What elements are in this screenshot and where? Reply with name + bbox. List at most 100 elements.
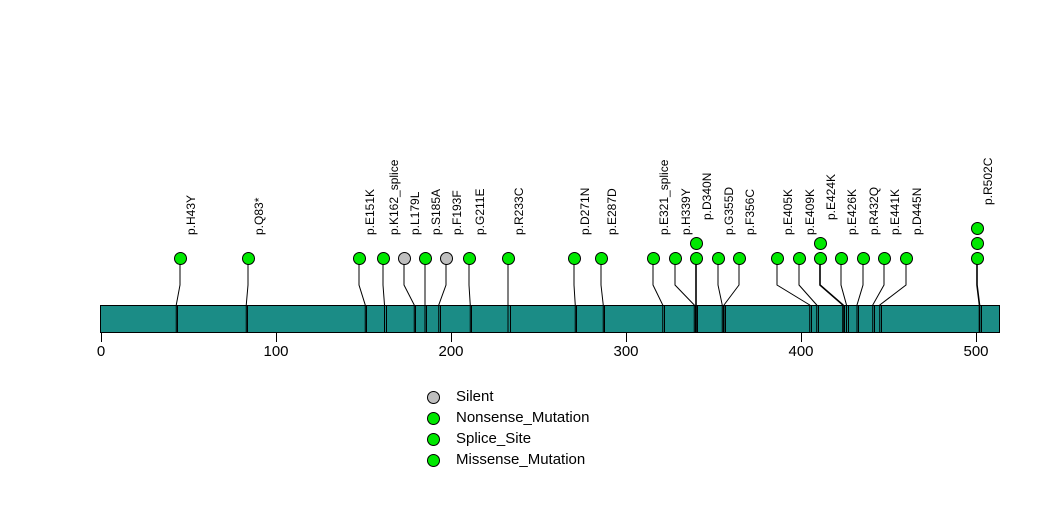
mutation-label: p.K162_splice bbox=[387, 159, 401, 235]
protein-bar-segment-divider bbox=[880, 306, 882, 332]
lollipop-stem bbox=[245, 258, 249, 333]
mutation-label: p.D340N bbox=[700, 172, 714, 220]
protein-bar-segment-divider bbox=[471, 306, 473, 332]
mutation-dot[interactable] bbox=[970, 236, 984, 250]
mutation-dot[interactable] bbox=[877, 251, 891, 265]
mutation-label: p.G211E bbox=[473, 188, 487, 235]
lollipop-stem bbox=[776, 258, 811, 333]
lollipop-stem bbox=[468, 258, 471, 333]
protein-bar-segment-divider bbox=[697, 306, 698, 332]
legend-color-swatch bbox=[427, 433, 440, 446]
mutation-label: p.D271N bbox=[578, 187, 592, 235]
legend-color-swatch bbox=[427, 412, 440, 425]
mutation-label: p.E409K bbox=[803, 188, 817, 235]
mutation-label: p.E405K bbox=[781, 188, 795, 235]
axis-tick-label: 300 bbox=[613, 343, 639, 360]
protein-bar-segment-divider bbox=[858, 306, 859, 332]
protein-bar bbox=[100, 305, 1000, 333]
lollipop-stem bbox=[358, 258, 366, 333]
protein-bar-segment-divider bbox=[415, 306, 417, 332]
axis-tick bbox=[976, 333, 977, 342]
mutation-label: p.E426K bbox=[845, 188, 859, 235]
legend-item-label: Missense_Mutation bbox=[456, 451, 586, 468]
mutation-label: p.H43Y bbox=[184, 194, 198, 235]
legend-color-swatch bbox=[427, 391, 440, 404]
lollipop-stem bbox=[819, 258, 844, 333]
protein-bar-segment-divider bbox=[604, 306, 606, 332]
axis-tick-label: 200 bbox=[438, 343, 464, 360]
lollipop-stem bbox=[840, 258, 847, 333]
mutation-dot[interactable] bbox=[352, 251, 366, 265]
lollipop-stem bbox=[652, 258, 664, 333]
mutation-label: p.E151K bbox=[363, 188, 377, 235]
axis-tick-label: 500 bbox=[963, 343, 989, 360]
protein-bar-segment-divider bbox=[810, 306, 812, 332]
mutation-dot[interactable] bbox=[970, 251, 984, 265]
mutation-dot[interactable] bbox=[439, 251, 453, 265]
lollipop-stem bbox=[600, 258, 604, 333]
mutation-label: p.F193F bbox=[450, 190, 464, 235]
mutation-dot[interactable] bbox=[376, 251, 390, 265]
mutation-dot[interactable] bbox=[856, 251, 870, 265]
axis-tick bbox=[626, 333, 627, 342]
legend-color-swatch bbox=[427, 454, 440, 467]
protein-bar-segment-divider bbox=[509, 306, 511, 332]
legend-item-label: Silent bbox=[456, 388, 494, 405]
lollipop-stem bbox=[403, 258, 415, 333]
mutation-label: p.Q83* bbox=[252, 197, 266, 235]
mutation-dot[interactable] bbox=[397, 251, 411, 265]
mutation-label: p.F356C bbox=[743, 188, 757, 235]
lollipop-stem bbox=[175, 258, 181, 333]
mutation-label: p.E441K bbox=[888, 188, 902, 235]
protein-bar-segment-divider bbox=[817, 306, 819, 332]
protein-bar-segment-divider bbox=[844, 306, 845, 332]
lollipop-stem bbox=[438, 258, 447, 333]
protein-bar-segment-divider bbox=[980, 306, 982, 332]
mutation-dot[interactable] bbox=[834, 251, 848, 265]
lollipop-stem bbox=[872, 258, 885, 333]
mutation-dot[interactable] bbox=[792, 251, 806, 265]
mutation-label: p.E424K bbox=[824, 173, 838, 220]
protein-bar-segment-divider bbox=[439, 306, 441, 332]
lollipop-stem bbox=[573, 258, 576, 333]
mutation-dot[interactable] bbox=[646, 251, 660, 265]
legend-item-label: Nonsense_Mutation bbox=[456, 409, 590, 426]
axis-tick bbox=[451, 333, 452, 342]
mutation-dot[interactable] bbox=[418, 251, 432, 265]
lollipop-stem bbox=[879, 258, 907, 333]
mutation-label: p.S185A bbox=[429, 188, 443, 235]
mutation-label: p.E287D bbox=[605, 188, 619, 235]
mutation-dot[interactable] bbox=[501, 251, 515, 265]
protein-bar-segment-divider bbox=[873, 306, 875, 332]
mutation-dot[interactable] bbox=[567, 251, 581, 265]
mutation-dot[interactable] bbox=[173, 251, 187, 265]
mutation-dot[interactable] bbox=[813, 251, 827, 265]
protein-bar-segment-divider bbox=[425, 306, 427, 332]
protein-bar-segment-divider bbox=[576, 306, 578, 332]
mutation-dot[interactable] bbox=[594, 251, 608, 265]
mutation-dot[interactable] bbox=[462, 251, 476, 265]
mutation-dot[interactable] bbox=[732, 251, 746, 265]
mutation-dot[interactable] bbox=[770, 251, 784, 265]
axis-tick-label: 0 bbox=[96, 343, 106, 360]
protein-bar-segment-divider bbox=[366, 306, 368, 332]
mutation-dot[interactable] bbox=[241, 251, 255, 265]
axis-tick bbox=[101, 333, 102, 342]
lollipop-stem bbox=[723, 258, 740, 333]
mutation-dot[interactable] bbox=[711, 251, 725, 265]
mutation-dot[interactable] bbox=[668, 251, 682, 265]
lollipop-stem bbox=[717, 258, 723, 333]
mutation-label: p.R502C bbox=[981, 157, 995, 205]
axis-tick bbox=[801, 333, 802, 342]
protein-bar-segment-divider bbox=[247, 306, 249, 332]
mutation-dot[interactable] bbox=[813, 236, 827, 250]
protein-bar-segment-divider bbox=[847, 306, 849, 332]
protein-bar-segment-divider bbox=[177, 306, 179, 332]
mutation-dot[interactable] bbox=[689, 251, 703, 265]
mutation-dot[interactable] bbox=[899, 251, 913, 265]
legend-item-label: Splice_Site bbox=[456, 430, 532, 447]
mutation-dot[interactable] bbox=[689, 236, 703, 250]
mutation-dot[interactable] bbox=[970, 221, 984, 235]
lollipop-stem bbox=[674, 258, 695, 333]
lollipop-stem bbox=[976, 258, 981, 333]
